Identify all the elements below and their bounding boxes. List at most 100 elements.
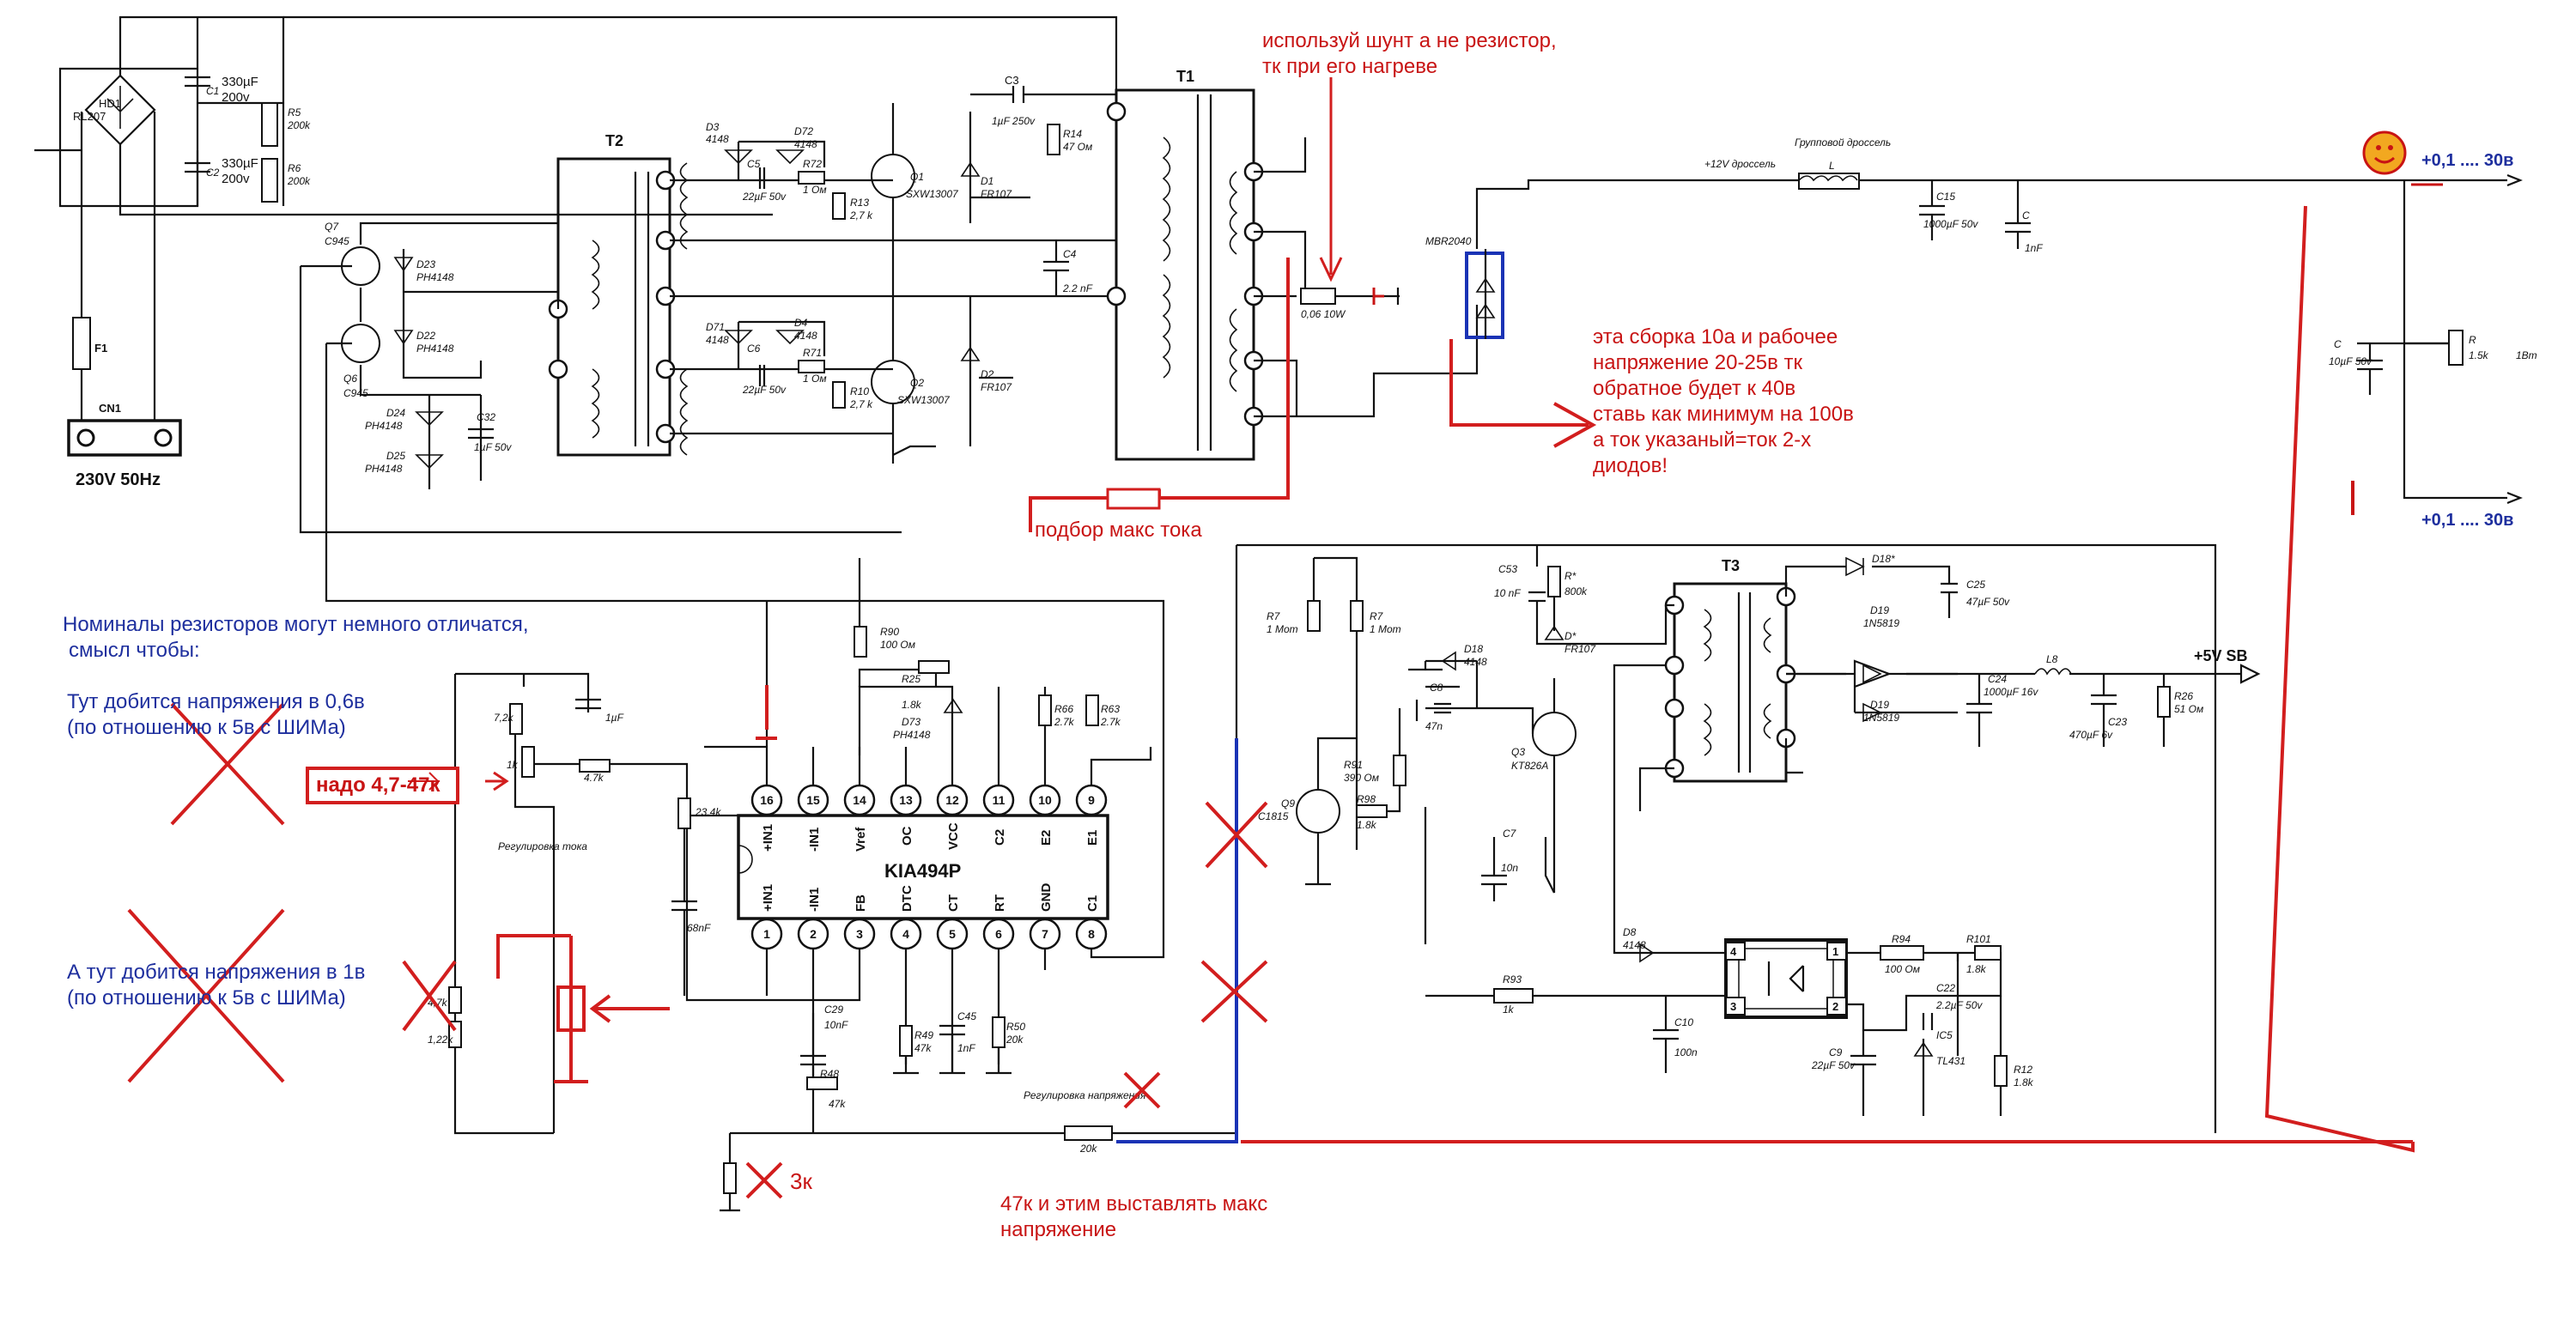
d22-type: PH4148	[416, 343, 454, 355]
q9-label: Q9	[1281, 797, 1295, 810]
c22-label: C22	[1936, 982, 1955, 994]
ic-pin-6: 6	[995, 927, 1002, 941]
r93-value: 1k	[1503, 1004, 1515, 1016]
rail-12v-label: +12V дроссель	[1704, 158, 1776, 170]
d23-type: PH4148	[416, 271, 454, 283]
d19b-type: 1N5819	[1863, 712, 1899, 724]
d73-type: PH4148	[893, 729, 931, 741]
c5-label: C5	[747, 158, 761, 170]
ic-name-p6: RT	[993, 894, 1007, 912]
r10-label: R10	[850, 385, 869, 397]
c6-value: 22µF 50v	[742, 384, 787, 396]
c2-label: C2	[206, 167, 220, 179]
pot-1k-label: 1k	[507, 759, 519, 771]
c15-value: 1000µF 50v	[1923, 218, 1978, 230]
ic-name-p3: FB	[854, 894, 868, 912]
q1-label: Q1	[910, 171, 924, 183]
c9-label: C9	[1829, 1046, 1843, 1058]
reg-current-label: Регулировка тока	[498, 840, 587, 852]
d72-label: D72	[794, 125, 813, 137]
c-out-label: C	[2334, 338, 2342, 350]
r72-label: R72	[803, 158, 822, 170]
c23-label: C23	[2108, 716, 2127, 728]
note-shunt-line2: тк при его нагреве	[1262, 55, 1437, 78]
ic-name-p10: E2	[1039, 830, 1054, 846]
note-need-resistor: надо 4,7-47к	[316, 773, 440, 797]
d18-type: 4148	[1464, 656, 1487, 668]
ic-label: KIA494P	[884, 860, 961, 882]
r91-label: R91	[1344, 759, 1363, 771]
r10-value: 2,7 k	[849, 398, 873, 410]
pot-20k-label: 20k	[1079, 1143, 1097, 1155]
ic-name-p12: VCC	[946, 822, 961, 850]
r71-value: 1 Ом	[803, 373, 827, 385]
r71-label: R71	[803, 347, 822, 359]
r63-value: 2.7k	[1100, 716, 1121, 728]
ic-name-p8: C1	[1085, 895, 1100, 912]
r49-value: 47k	[914, 1042, 932, 1054]
note-nominals-line1: Номиналы резисторов могут немного отлича…	[63, 613, 528, 636]
c1-value: 330µF	[222, 75, 258, 89]
r101-value: 1.8k	[1966, 963, 1987, 975]
ic-pin-4: 4	[902, 927, 909, 941]
c29-value: 10nF	[824, 1019, 848, 1031]
q3-type: KT826A	[1511, 760, 1548, 772]
l8-label: L8	[2046, 653, 2058, 665]
q7-label: Q7	[325, 221, 339, 233]
note-1v-line1: А тут добится напряжения в 1в	[67, 961, 365, 984]
c9-value: 22µF 50v	[1811, 1059, 1856, 1071]
annotation-overlay	[127, 77, 2415, 1199]
c25-label: C25	[1966, 579, 1985, 591]
power-input-section: HD1 RL207 F1 CN1 230V 50Hz C1 330µF 200v…	[34, 15, 1118, 489]
ic-pin-11: 11	[993, 793, 1005, 807]
r63-label: R63	[1101, 703, 1120, 715]
r6-label: R6	[288, 162, 301, 174]
r12-label: R12	[2014, 1064, 2032, 1076]
r14-label: R14	[1063, 128, 1082, 140]
note-mbr-line6: диодов!	[1593, 454, 1668, 477]
r5-value: 200k	[287, 119, 311, 131]
r66-label: R66	[1054, 703, 1073, 715]
ic5-label: IC5	[1936, 1029, 1953, 1041]
q6-type: C945	[343, 387, 368, 399]
c3-value: 1µF 250v	[992, 115, 1036, 127]
note-max-current: подбор макс тока	[1035, 518, 1202, 542]
d71-label: D71	[706, 321, 725, 333]
c-small-value: 1nF	[2025, 242, 2043, 254]
ic-name-p13: OC	[900, 826, 914, 846]
d72-type: 4148	[794, 138, 817, 150]
r5-label: R5	[288, 106, 301, 118]
d18-label: D18	[1464, 643, 1483, 655]
standby-section: C53 10 nF R* 800k D* FR107 R7 1 Мom R7 1…	[1235, 543, 2261, 1133]
opto-pin-2: 2	[1832, 1000, 1838, 1013]
d71-type: 4148	[706, 334, 729, 346]
d22-label: D22	[416, 330, 435, 342]
r94-label: R94	[1892, 933, 1911, 945]
c5-value: 22µF 50v	[742, 191, 787, 203]
c45-value: 1nF	[957, 1042, 975, 1054]
c-out-value: 10µF 50v	[2329, 355, 2372, 367]
c1-voltage: 200v	[222, 90, 250, 105]
ic-name-p2: -IN1	[807, 888, 822, 912]
d3-label: D3	[706, 121, 720, 133]
r13-label: R13	[850, 197, 869, 209]
c68-label: 68nF	[687, 922, 711, 934]
ic-name-p5: CT	[946, 894, 961, 912]
out-minus-label: +0,1 .... 30в	[2421, 511, 2513, 530]
c45-label: C45	[957, 1010, 976, 1022]
r72-value: 1 Ом	[803, 184, 827, 196]
r93-label: R93	[1503, 973, 1522, 985]
c2-voltage: 200v	[222, 172, 250, 186]
d25-type: PH4148	[365, 463, 403, 475]
c4-value: 2.2 nF	[1062, 282, 1093, 294]
note-0v6-line1: Тут добится напряжения в 0,6в	[67, 690, 365, 713]
q9-type: C1815	[1258, 810, 1289, 822]
halfbridge-section: D3 4148 D72 4148 C5 22µF 50v R72 1 Ом R1…	[670, 68, 1479, 464]
d-star-label: D*	[1564, 630, 1577, 642]
note-1v-line2: (по отношению к 5в с ШИМа)	[67, 986, 346, 1010]
r26-value: 51 Ом	[2174, 703, 2203, 715]
d19a-label: D19	[1870, 604, 1889, 616]
r26-label: R26	[2174, 690, 2193, 702]
note-max-voltage-line1: 47к и этим выставлять макс	[1000, 1192, 1267, 1216]
